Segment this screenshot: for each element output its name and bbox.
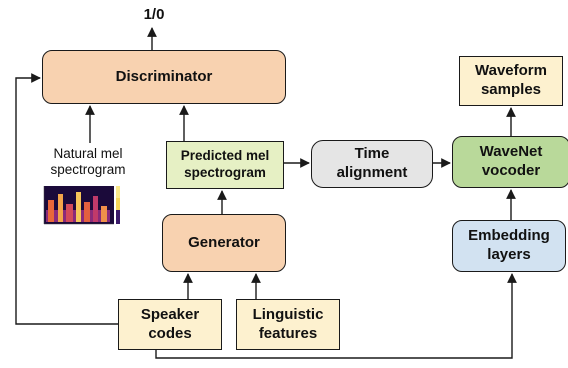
waveform-samples-box: Waveform samples xyxy=(459,56,563,106)
natural-mel-label: Natural mel spectrogram xyxy=(50,146,126,178)
arrow-speaker-to-discriminator xyxy=(15,73,118,325)
discriminator-box: Discriminator xyxy=(42,50,286,104)
generator-box: Generator xyxy=(162,214,286,272)
output-label: 1/0 xyxy=(143,6,165,23)
wavenet-vocoder-label: WaveNet vocoder xyxy=(479,143,543,179)
embedding-layers-box: Embedding layers xyxy=(452,220,566,272)
time-alignment-label: Time alignment xyxy=(336,145,408,181)
predicted-mel-box: Predicted mel spectrogram xyxy=(166,141,284,189)
speaker-codes-label: Speaker codes xyxy=(140,305,200,342)
mel-spectrogram-image xyxy=(43,186,120,225)
linguistic-features-box: Linguistic features xyxy=(236,299,340,350)
linguistic-features-label: Linguistic features xyxy=(252,305,324,342)
embedding-layers-label: Embedding layers xyxy=(468,227,550,263)
time-alignment-box: Time alignment xyxy=(311,140,433,188)
arrow-speaker-to-embedding xyxy=(155,273,517,359)
discriminator-label: Discriminator xyxy=(115,67,213,85)
wavenet-vocoder-box: WaveNet vocoder xyxy=(452,136,568,188)
speaker-codes-box: Speaker codes xyxy=(118,299,222,350)
generator-label: Generator xyxy=(188,233,260,251)
waveform-samples-label: Waveform samples xyxy=(475,62,547,98)
predicted-mel-label: Predicted mel spectrogram xyxy=(180,148,270,180)
